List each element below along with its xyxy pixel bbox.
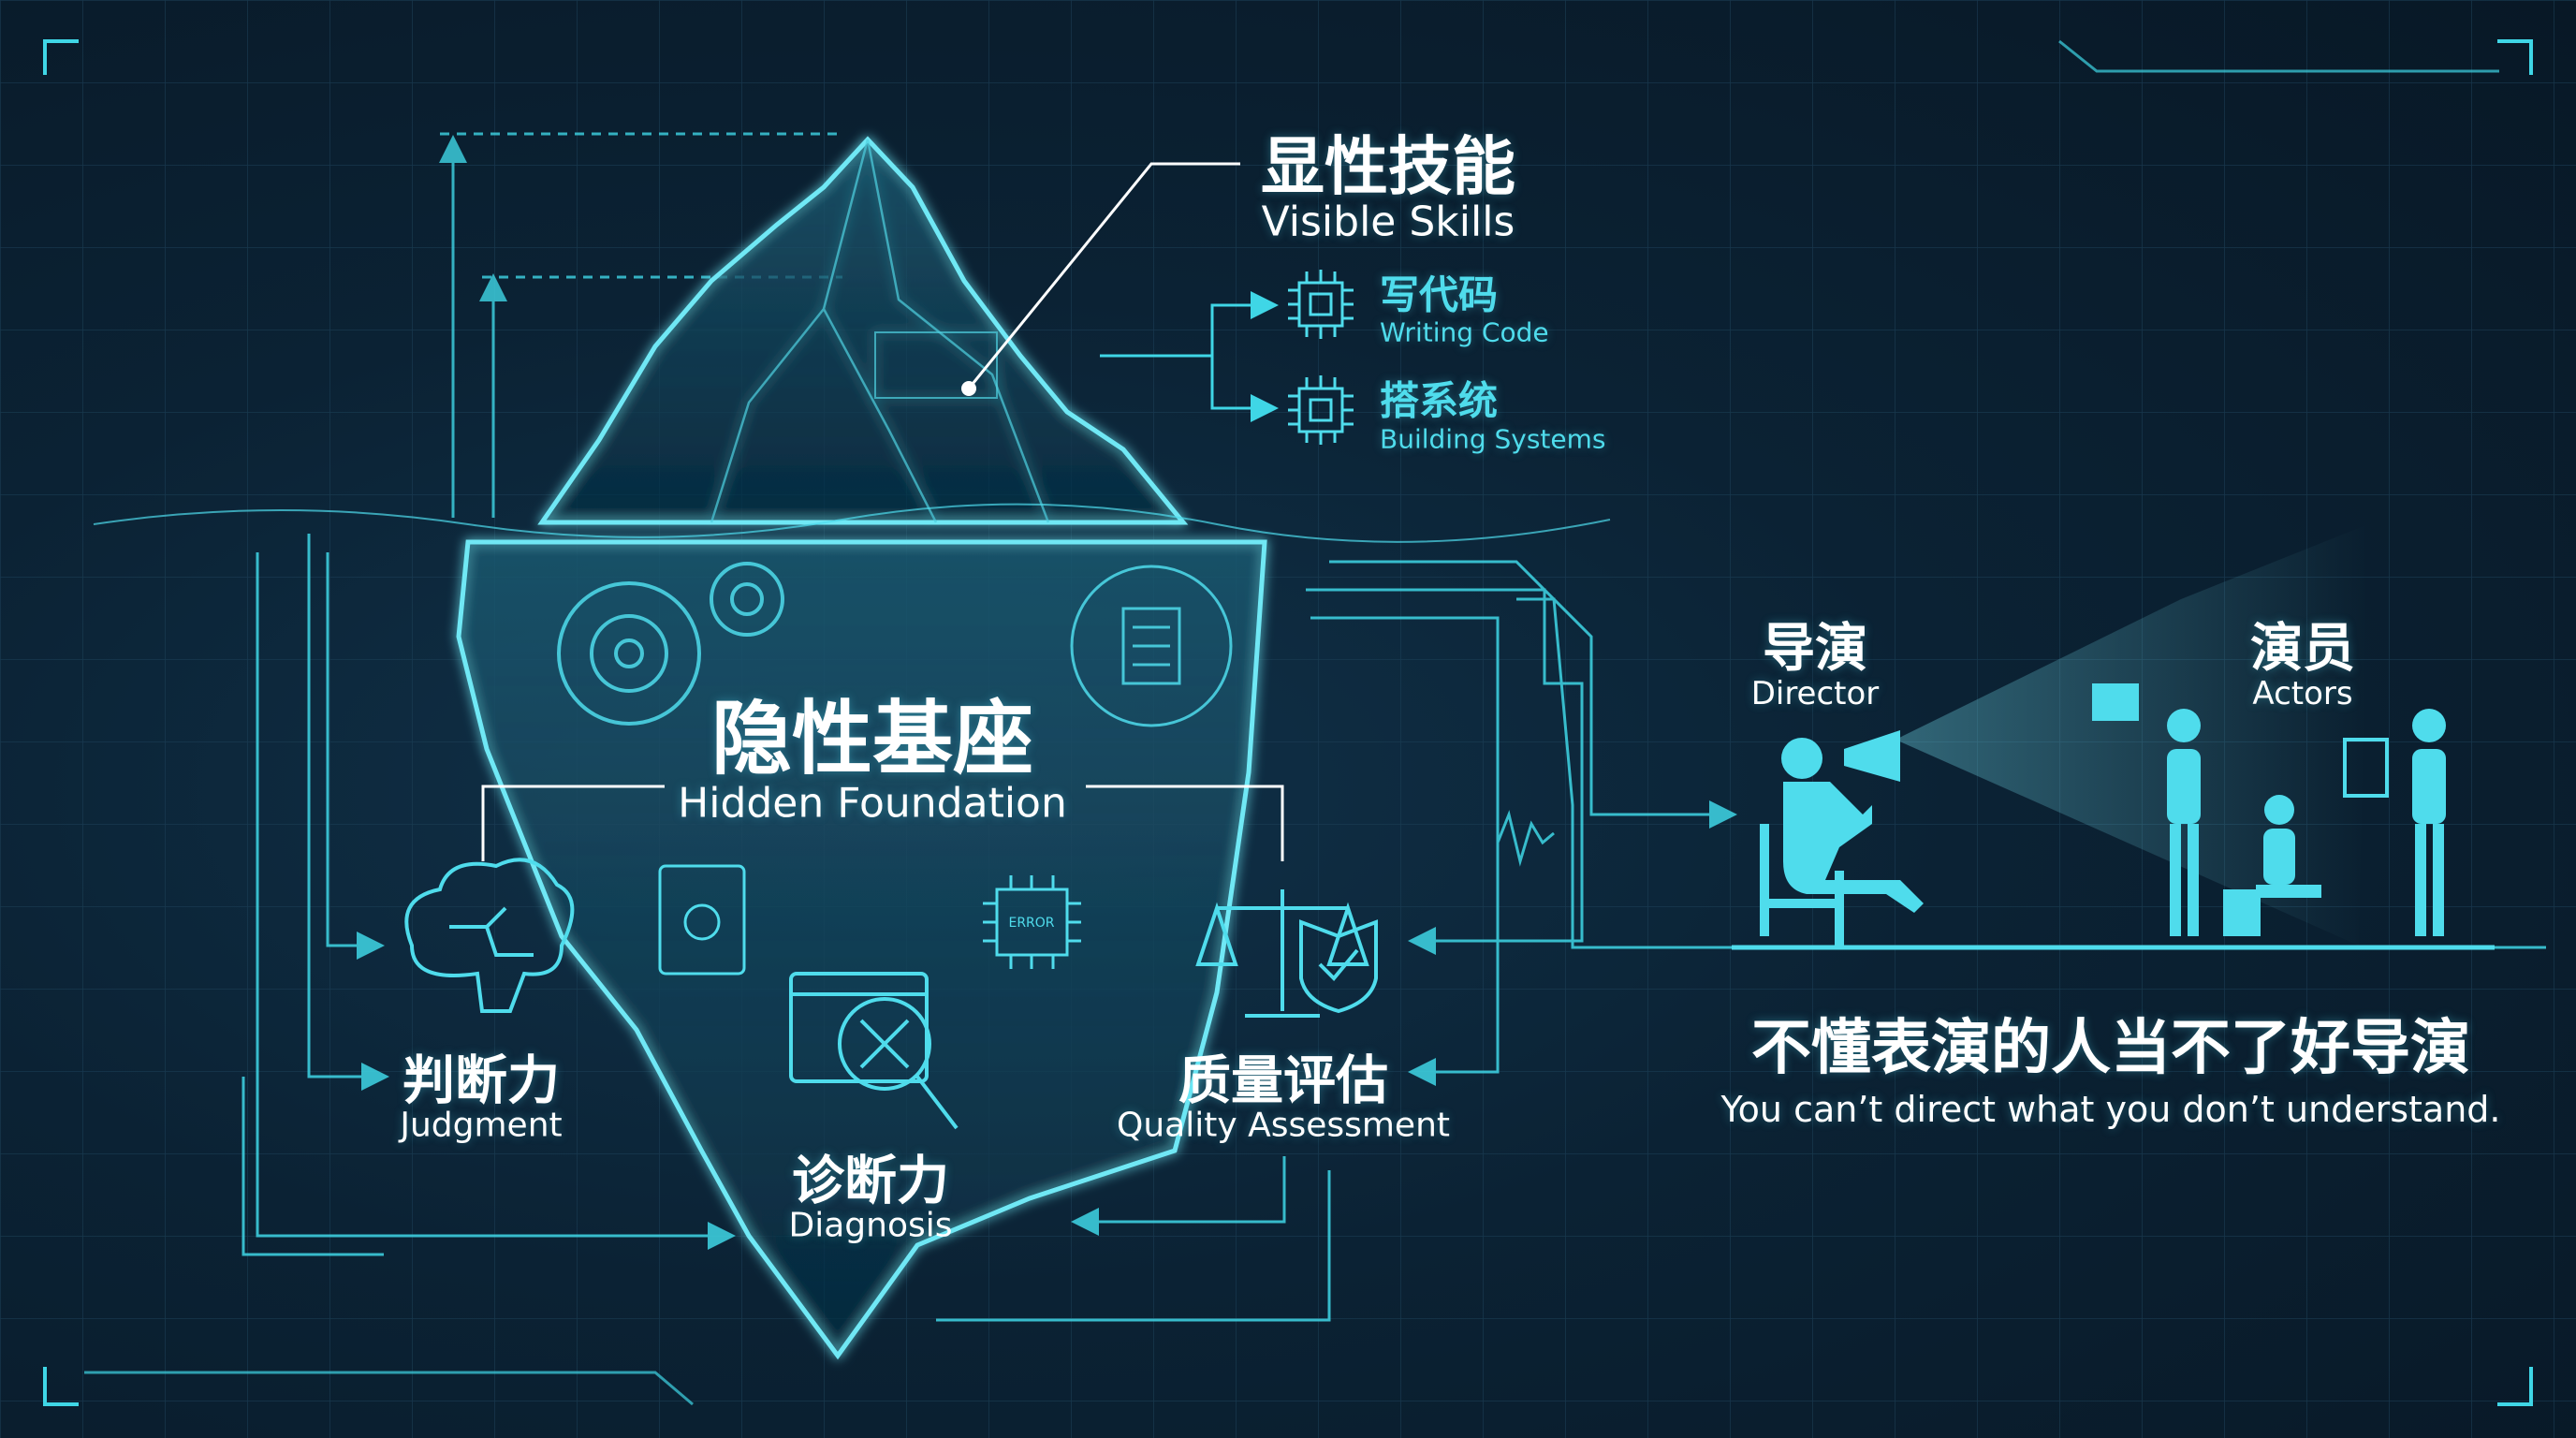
skill-building-systems-zh: 搭系统: [1380, 377, 1499, 424]
skill-building-systems-en: Building Systems: [1380, 423, 1606, 455]
gear-icon: [557, 562, 784, 726]
visible-skills-title-en: Visible Skills: [1261, 198, 1515, 246]
hidden-foundation-title-zh: 隐性基座: [711, 692, 1033, 786]
projector-beam: [1895, 524, 2368, 946]
magnifier-tools-icon: [789, 972, 959, 1130]
server-icon: [1070, 565, 1233, 727]
brain-icon: [404, 858, 575, 1013]
diagnosis-en: Diagnosis: [788, 1206, 953, 1245]
actors-label-en: Actors: [2252, 675, 2353, 712]
judgment-zh: 判断力: [402, 1050, 560, 1112]
hidden-foundation-title-en: Hidden Foundation: [678, 779, 1067, 828]
chip-icon: [1288, 375, 1354, 445]
director-label-en: Director: [1750, 675, 1880, 712]
slogan-en: You can’t direct what you don’t understa…: [1720, 1089, 2501, 1130]
scale-shield-icon: [1195, 889, 1378, 1018]
chip-icon: [1288, 270, 1354, 339]
judgment-en: Judgment: [400, 1106, 563, 1145]
error-chip-label: ERROR: [1008, 916, 1054, 931]
frame-corners: [43, 39, 2533, 1406]
diagnosis-zh: 诊断力: [792, 1151, 949, 1212]
iceberg-base: [456, 539, 1267, 1360]
skill-writing-code-zh: 写代码: [1380, 271, 1499, 318]
quality-assessment-en: Quality Assessment: [1116, 1106, 1451, 1145]
leader-dot: [961, 381, 976, 396]
skill-writing-code-en: Writing Code: [1380, 316, 1549, 348]
foundation-bracket: [481, 785, 1284, 861]
document-icon: [658, 864, 746, 976]
leader-line: [967, 162, 1240, 389]
director-label-zh: 导演: [1763, 618, 1867, 680]
slogan-zh: 不懂表演的人当不了好导演: [1751, 1014, 2470, 1083]
director-icon: [1760, 730, 1924, 946]
quality-assessment-zh: 质量评估: [1178, 1050, 1388, 1112]
iceberg-tip: [537, 136, 1189, 525]
visible-skills-title-zh: 显性技能: [1260, 130, 1516, 205]
dimension-lines: [439, 132, 842, 518]
actors-label-zh: 演员: [2250, 618, 2355, 680]
error-chip-icon: [983, 875, 1081, 969]
actor-robot-icon: [2092, 683, 2446, 936]
